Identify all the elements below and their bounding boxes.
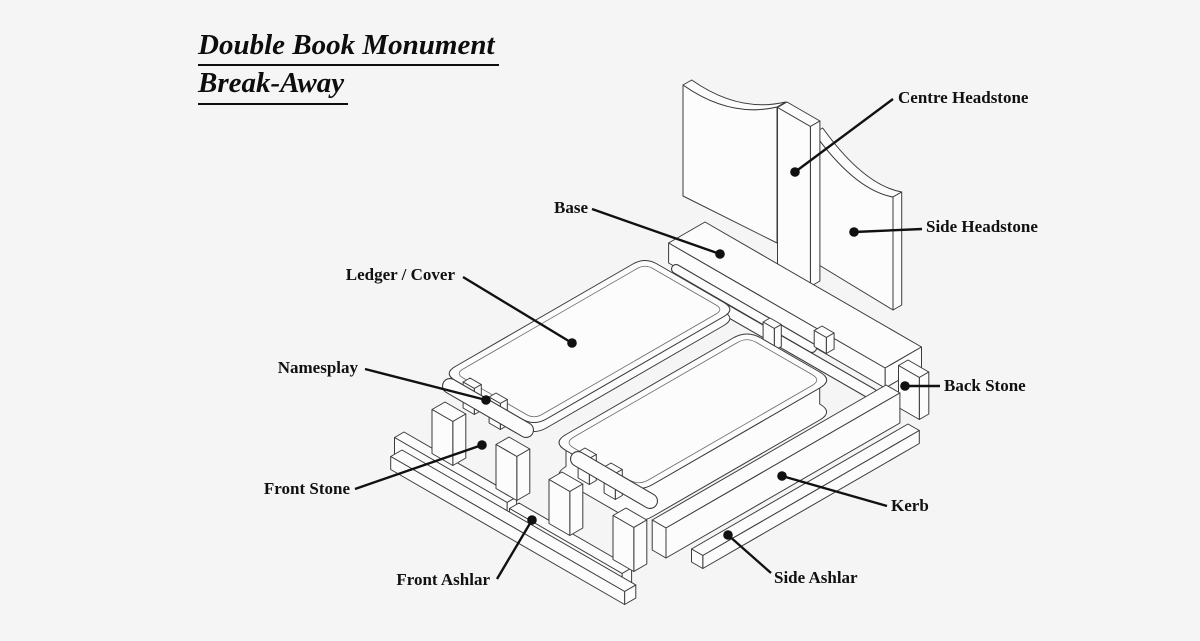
leader-dot-front-ashlar	[527, 515, 537, 525]
label-side-headstone: Side Headstone	[926, 217, 1038, 236]
leader-dot-base	[715, 249, 725, 259]
monument-parts-drawing	[390, 79, 930, 605]
leader-dot-side-headstone	[849, 227, 859, 237]
label-ledger-cover: Ledger / Cover	[345, 265, 455, 284]
leader-front-stone	[354, 443, 483, 491]
page-title-line1: Double Book Monument	[198, 28, 499, 67]
leader-dot-ledger-cover	[567, 338, 577, 348]
leader-dot-back-stone	[900, 381, 910, 391]
leader-front-ashlar	[495, 519, 534, 580]
leader-dot-side-ashlar	[723, 530, 733, 540]
label-kerb: Kerb	[891, 496, 929, 515]
label-back-stone: Back Stone	[944, 376, 1026, 395]
label-namesplay: Namesplay	[277, 358, 358, 377]
leader-dot-kerb	[777, 471, 787, 481]
leader-ledger-cover	[462, 275, 573, 345]
label-front-stone: Front Stone	[263, 479, 350, 498]
leader-base	[591, 207, 721, 256]
leader-kerb	[781, 474, 888, 508]
leader-dot-namesplay	[481, 395, 491, 405]
page-title-line2: Break-Away	[198, 66, 349, 105]
label-centre-headstone: Centre Headstone	[898, 88, 1029, 107]
leader-dot-centre-headstone	[790, 167, 800, 177]
leader-lines	[354, 98, 940, 580]
label-base: Base	[554, 198, 588, 217]
leader-side-headstone	[853, 227, 923, 234]
leader-side-ashlar	[727, 534, 772, 574]
leader-centre-headstone	[794, 98, 894, 173]
leader-dot-front-stone	[477, 440, 487, 450]
leader-namesplay	[364, 367, 487, 402]
label-front-ashlar: Front Ashlar	[396, 570, 490, 589]
leader-dots	[477, 167, 910, 540]
page-title: Double Book Monument Break-Away	[198, 28, 499, 105]
label-side-ashlar: Side Ashlar	[774, 568, 858, 587]
